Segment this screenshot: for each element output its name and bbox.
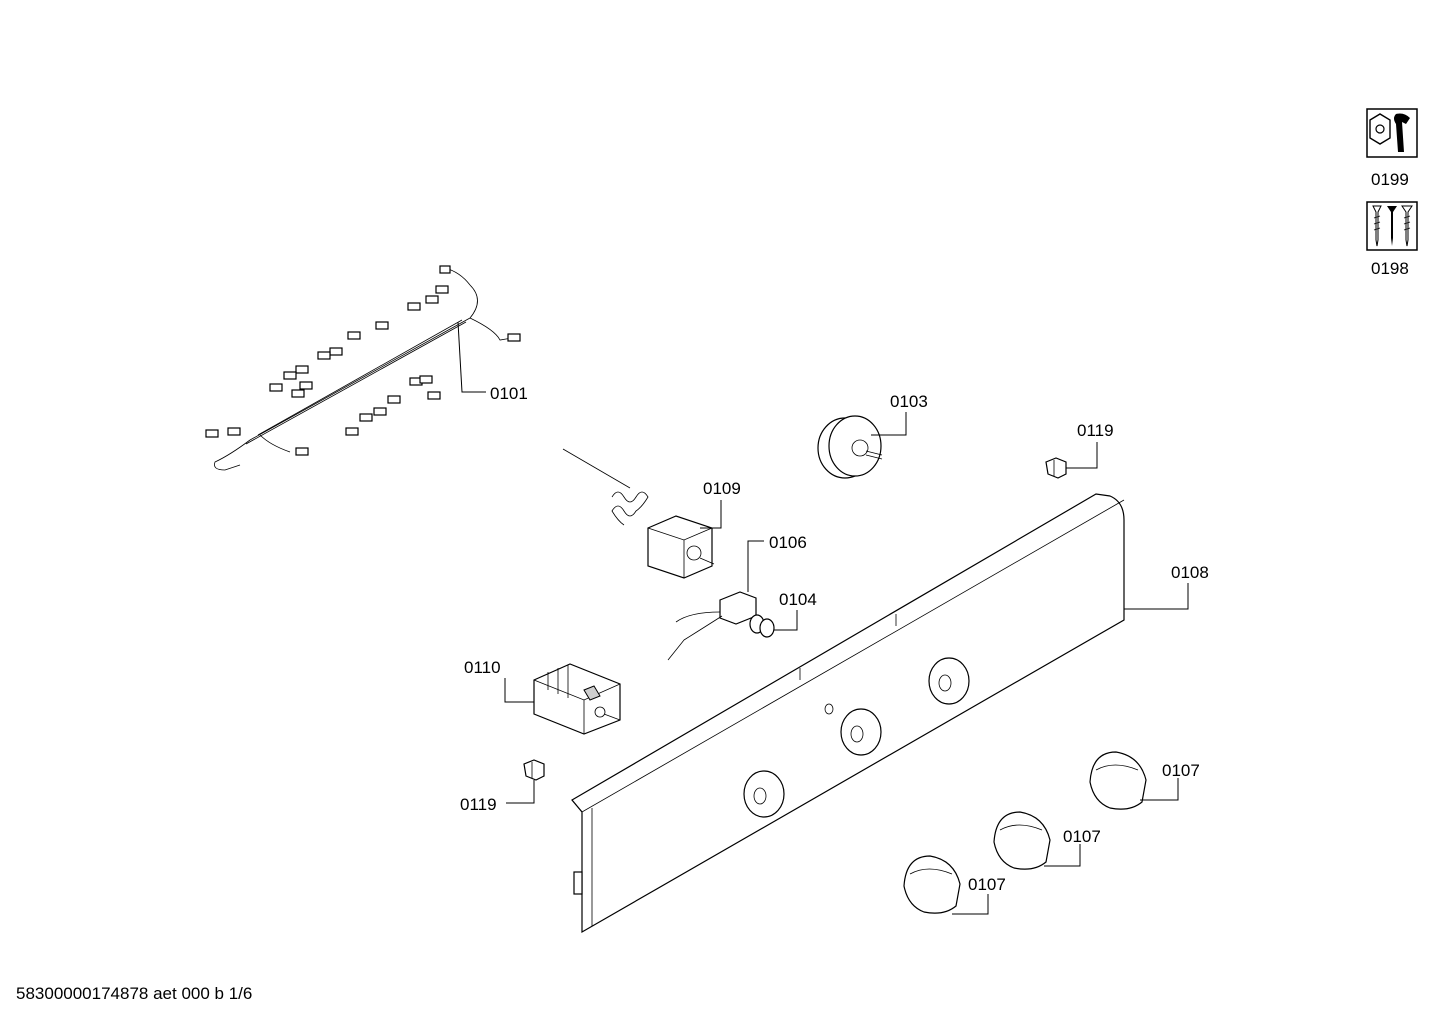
- screws-icon: [1366, 201, 1418, 251]
- callout-0119-top: 0119: [1077, 421, 1114, 440]
- knob-part-b: [993, 811, 1051, 870]
- callout-0110: 0110: [464, 658, 501, 677]
- callout-0101: 0101: [490, 384, 528, 403]
- kit-label-0199: 0199: [1371, 170, 1409, 189]
- document-id: 58300000174878 aet 000 b 1/6: [16, 984, 252, 1003]
- wiring-harness-part: [205, 265, 521, 471]
- callout-0108: 0108: [1171, 563, 1209, 582]
- callout-0119-bottom: 0119: [460, 795, 497, 814]
- wrench-nut-icon: [1366, 108, 1418, 158]
- control-panel-part: [571, 493, 1125, 934]
- kit-label-0198: 0198: [1371, 259, 1409, 278]
- callout-0103: 0103: [890, 392, 928, 411]
- callout-0107-c: 0107: [968, 875, 1006, 894]
- callout-0109: 0109: [703, 479, 741, 498]
- knob-part-a: [1089, 751, 1147, 810]
- knob-part-c: [903, 855, 961, 914]
- clip-part-bottom: [523, 759, 545, 781]
- callout-0107-b: 0107: [1063, 827, 1101, 846]
- callout-0104: 0104: [779, 590, 817, 609]
- clip-part-top: [1045, 457, 1067, 479]
- callout-0107-a: 0107: [1162, 761, 1200, 780]
- switch-part: [667, 591, 757, 661]
- thermostat-part: [562, 448, 715, 579]
- spindle-part: [749, 614, 775, 638]
- selector-switch-part: [533, 663, 621, 735]
- timer-motor-part: [817, 415, 883, 479]
- callout-0106: 0106: [769, 533, 807, 552]
